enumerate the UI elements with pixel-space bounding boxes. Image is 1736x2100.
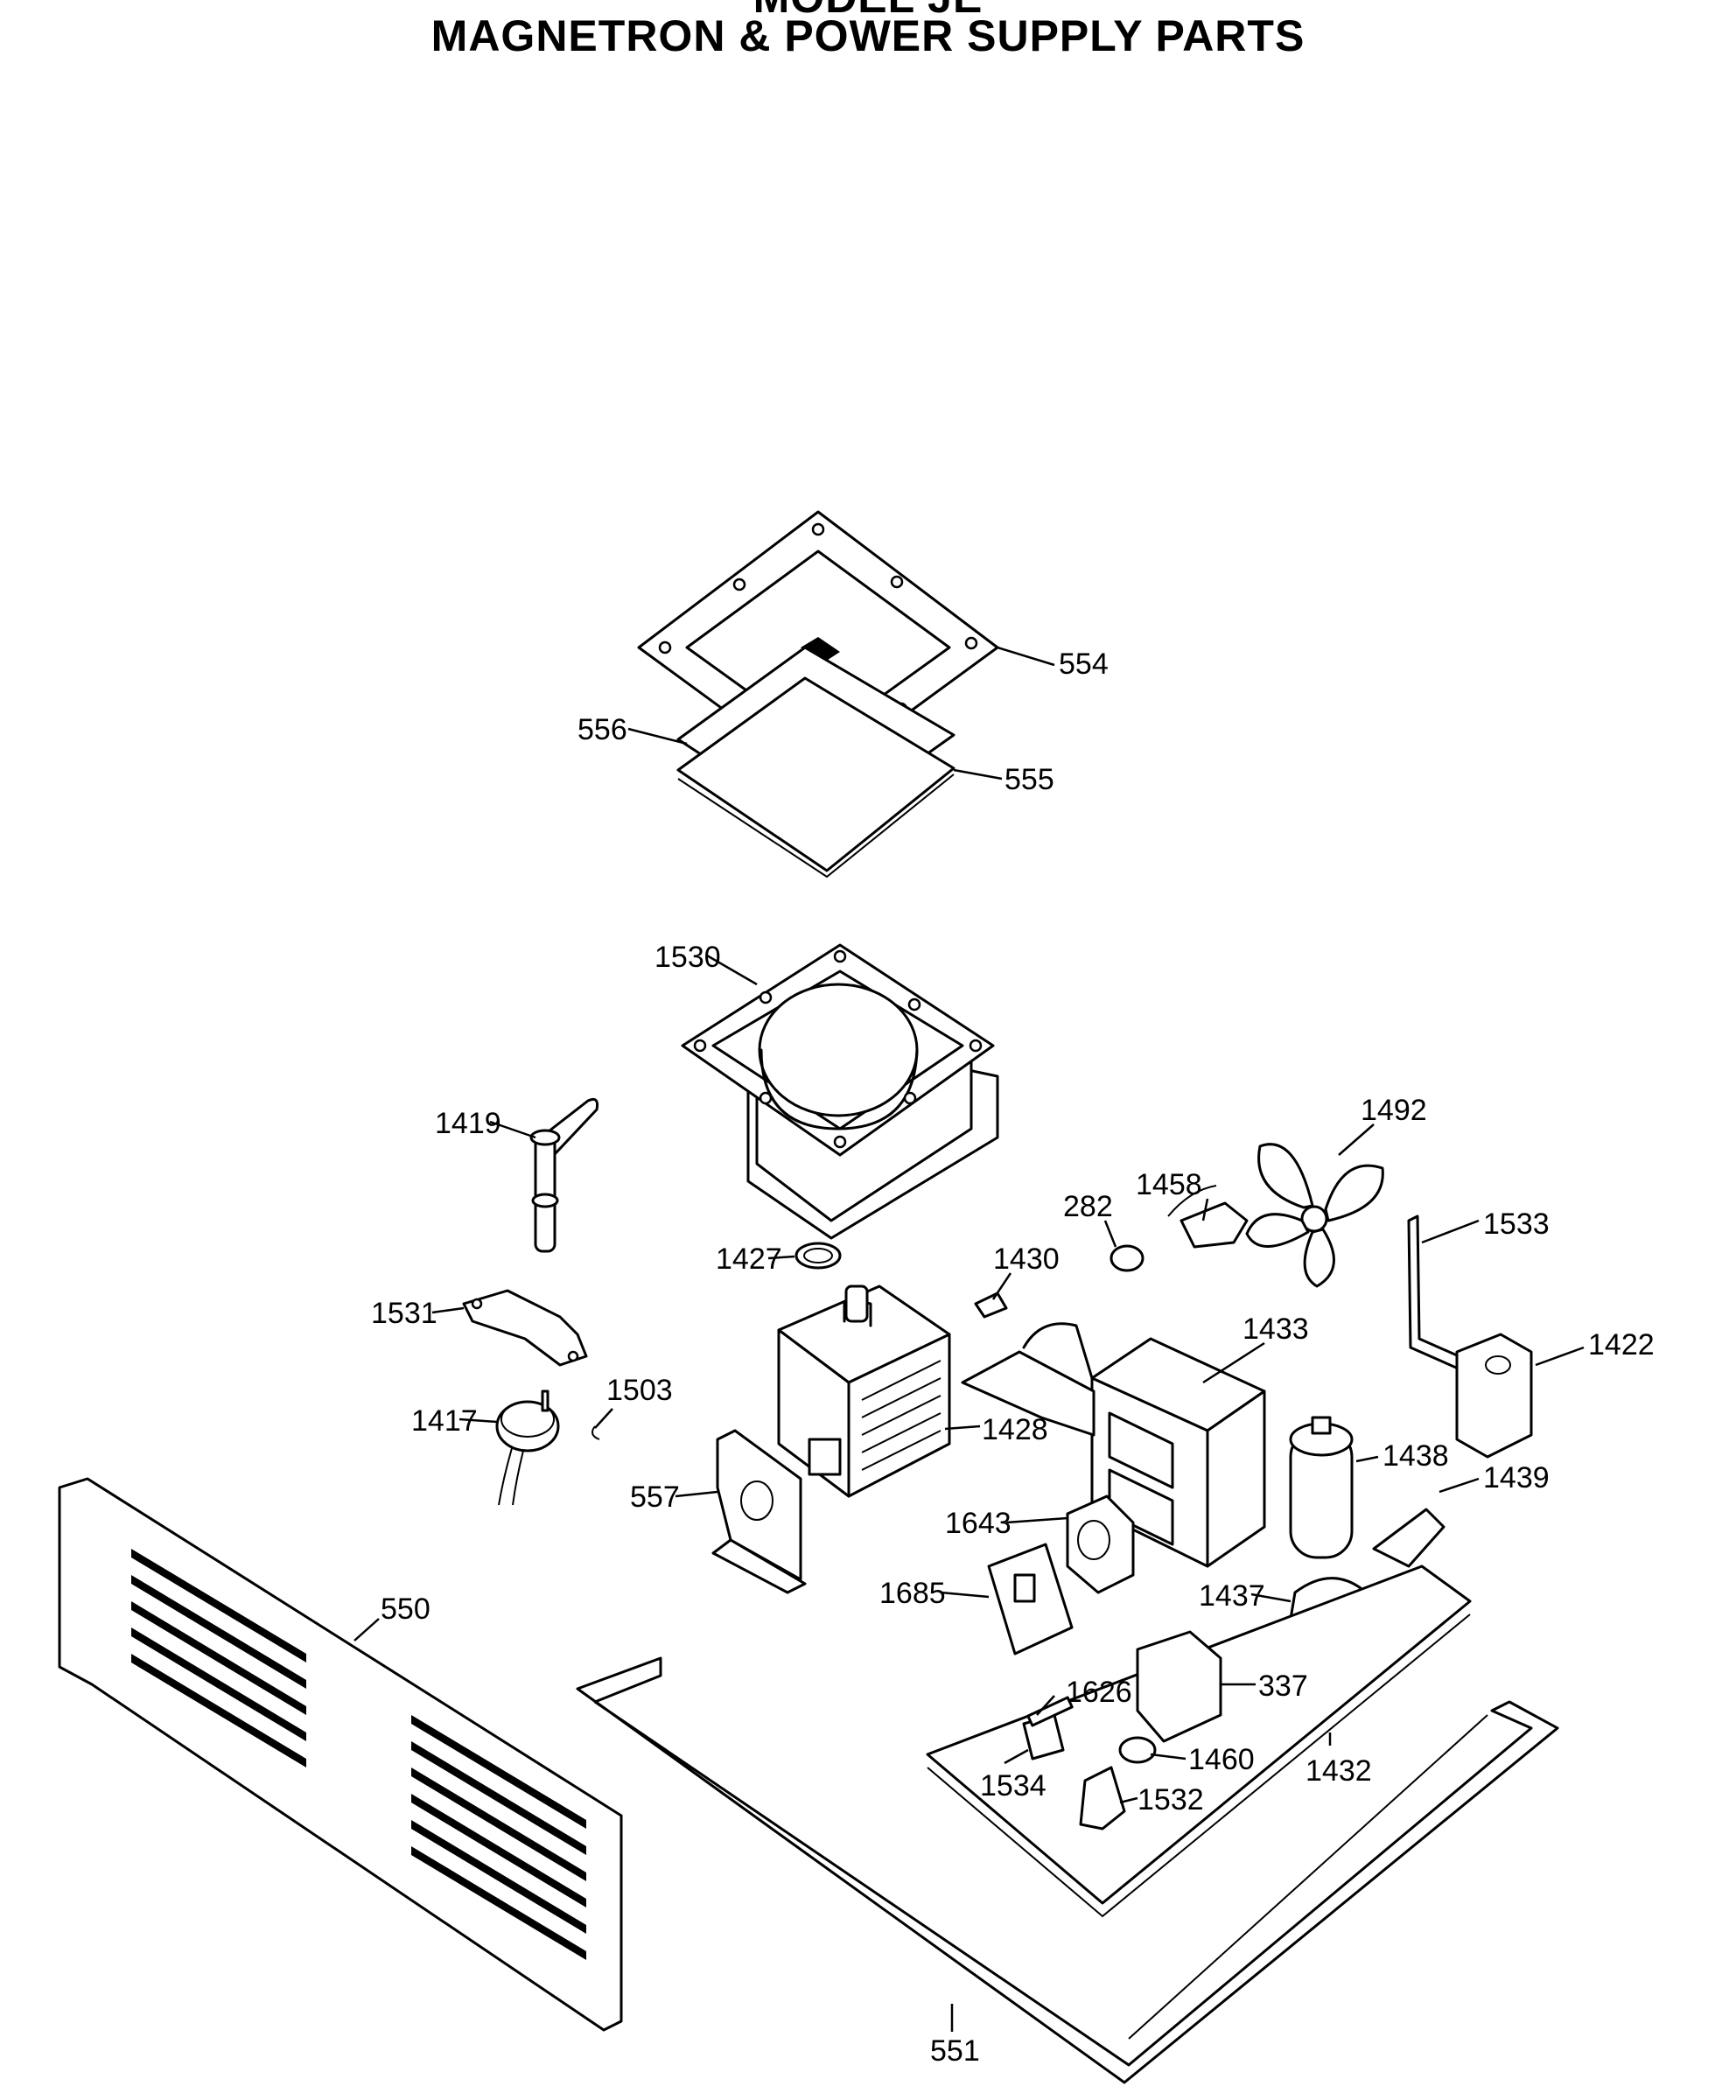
- bracket-1531: [462, 1289, 588, 1367]
- label-1531: 1531: [371, 1297, 438, 1330]
- fuse-1626: [1026, 1696, 1074, 1727]
- label-1458: 1458: [1136, 1168, 1202, 1201]
- relay-337: [1136, 1630, 1222, 1743]
- label-1427: 1427: [716, 1242, 782, 1276]
- bracket-557: [711, 1429, 807, 1594]
- diode-1430: [974, 1292, 1008, 1319]
- lamp-282: [1110, 1244, 1144, 1272]
- label-1419: 1419: [435, 1107, 501, 1140]
- circuit-board-1685: [987, 1543, 1074, 1656]
- ring-1427: [794, 1242, 842, 1270]
- floor-panel-551: [576, 1656, 1559, 2084]
- label-1422: 1422: [1588, 1328, 1655, 1362]
- motor-1417: [495, 1390, 560, 1506]
- label-1492: 1492: [1361, 1094, 1427, 1127]
- label-1438: 1438: [1382, 1439, 1449, 1473]
- waveguide-1530: [681, 943, 999, 1240]
- capacitor-1438: [1289, 1416, 1354, 1559]
- label-1643: 1643: [945, 1507, 1012, 1540]
- label-1428: 1428: [982, 1413, 1048, 1446]
- switch-1458: [1167, 1185, 1249, 1249]
- bracket-1532: [1079, 1766, 1126, 1830]
- part-labels: 554 556 555 1530 1419 1492 282 1458 1533…: [371, 648, 1655, 2068]
- label-1685: 1685: [879, 1577, 946, 1610]
- magnetron-1428: [777, 1284, 951, 1498]
- base-plate-1432: [926, 1564, 1472, 1918]
- rectifier-1439: [1372, 1508, 1446, 1568]
- label-1417: 1417: [411, 1404, 478, 1438]
- label-282: 282: [1063, 1190, 1113, 1223]
- label-1503: 1503: [606, 1374, 673, 1407]
- transformer-1643: [1066, 1494, 1135, 1594]
- label-554: 554: [1059, 648, 1109, 681]
- plate-555: [676, 676, 956, 878]
- rear-panel-550: [58, 1477, 623, 2032]
- label-1433: 1433: [1242, 1312, 1309, 1346]
- switch-1460: [1118, 1736, 1157, 1764]
- page-title: MAGNETRON & POWER SUPPLY PARTS: [430, 11, 1306, 60]
- page-title-top: MODEL JE: [0, 0, 1736, 23]
- label-1626: 1626: [1066, 1676, 1132, 1709]
- clip-1503: [591, 1425, 600, 1440]
- leader-lines: [354, 646, 1585, 2032]
- label-1460: 1460: [1188, 1743, 1255, 1776]
- motor-1422: [1455, 1333, 1533, 1459]
- label-1534: 1534: [980, 1769, 1046, 1802]
- label-1532: 1532: [1138, 1783, 1204, 1816]
- label-551: 551: [930, 2034, 980, 2068]
- label-557: 557: [630, 1480, 680, 1514]
- label-1437: 1437: [1199, 1579, 1265, 1613]
- label-1439: 1439: [1483, 1461, 1550, 1494]
- label-1432: 1432: [1306, 1754, 1372, 1788]
- label-555: 555: [1004, 763, 1054, 796]
- label-550: 550: [381, 1592, 430, 1626]
- label-1430: 1430: [993, 1242, 1060, 1276]
- label-1530: 1530: [654, 941, 721, 974]
- label-337: 337: [1258, 1670, 1308, 1703]
- label-1533: 1533: [1483, 1208, 1550, 1241]
- rod-1419: [529, 1097, 598, 1253]
- label-556: 556: [578, 713, 627, 746]
- fan-1492: [1245, 1143, 1384, 1288]
